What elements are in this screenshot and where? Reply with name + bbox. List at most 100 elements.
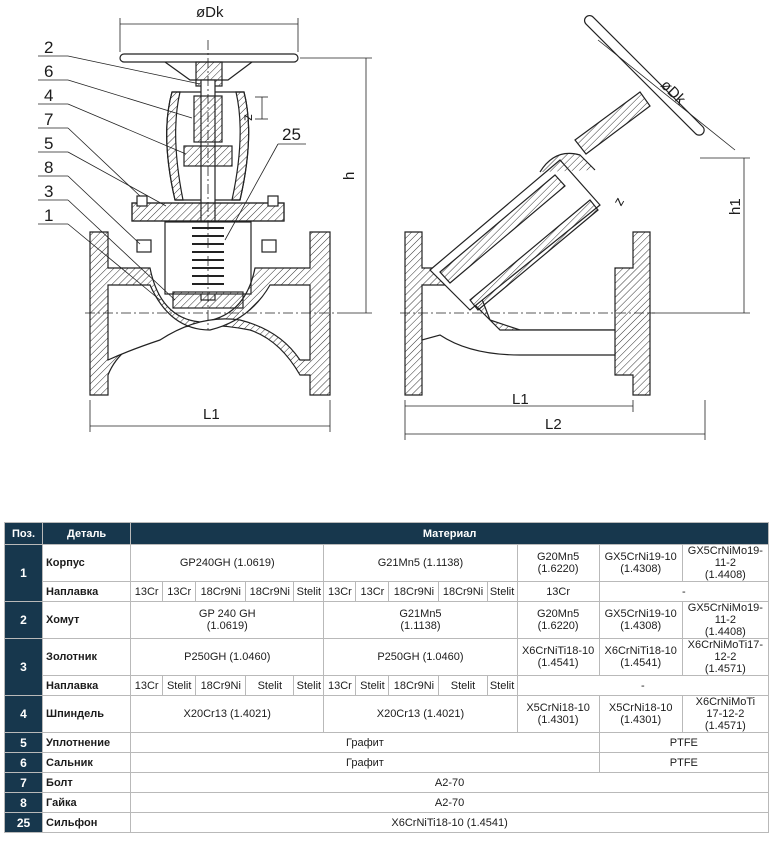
material-cell: GX5CrNi19-10(1.4308) bbox=[598, 601, 683, 639]
pos-cell: 8 bbox=[3, 792, 44, 813]
material-cell: Графит bbox=[130, 752, 600, 773]
table-row: 4 Шпиндель X20Cr13 (1.4021) X20Cr13 (1.4… bbox=[3, 695, 770, 733]
callout-4: 4 bbox=[44, 86, 53, 105]
part-cell: Наплавка bbox=[42, 581, 132, 602]
callout-25: 25 bbox=[282, 125, 301, 144]
pos-cell: 4 bbox=[3, 695, 44, 733]
table-row: Наплавка 13Cr Stelit 18Cr9Ni Stelit Stel… bbox=[5, 675, 770, 696]
material-cell: Stelit bbox=[486, 675, 518, 696]
material-cell: 13Cr bbox=[130, 581, 164, 602]
pos-cell: 7 bbox=[3, 772, 44, 793]
material-cell: G21Mn5 (1.1138) bbox=[323, 544, 518, 582]
material-cell: Stelit bbox=[355, 675, 390, 696]
materials-table: Поз. Деталь Материал 1 Корпус GP240GH (1… bbox=[3, 522, 770, 833]
part-cell: Уплотнение bbox=[42, 732, 132, 753]
table-row: 7 Болт A2-70 bbox=[3, 772, 769, 793]
dim-h: h bbox=[341, 172, 358, 180]
table-row: 25 Сильфон X6CrNiTi18-10 (1.4541) bbox=[3, 812, 769, 833]
material-cell: P250GH (1.0460) bbox=[130, 638, 325, 676]
material-cell: GX5CrNi19-10(1.4308) bbox=[598, 544, 683, 582]
header-material: Материал bbox=[130, 522, 769, 545]
material-cell: P250GH (1.0460) bbox=[323, 638, 518, 676]
material-cell: X6CrNiMoTi17-12-2(1.4571) bbox=[681, 638, 770, 676]
material-cell: 13Cr bbox=[516, 581, 600, 602]
header-part: Деталь bbox=[42, 522, 132, 545]
material-cell: X6CrNiTi18-10 (1.4541) bbox=[130, 812, 769, 833]
material-cell: Stelit bbox=[245, 675, 295, 696]
part-cell: Болт bbox=[42, 772, 132, 793]
pos-cell: 3 bbox=[3, 638, 44, 696]
material-cell: 18Cr9Ni bbox=[195, 675, 247, 696]
table-header: Поз. Деталь Материал bbox=[3, 522, 769, 545]
table-row: 3 Золотник P250GH (1.0460) P250GH (1.046… bbox=[3, 638, 770, 696]
dim-l1-right: L1 bbox=[512, 391, 529, 408]
part-cell: Гайка bbox=[42, 792, 132, 813]
pos-cell: 6 bbox=[3, 752, 44, 773]
part-cell: Наплавка bbox=[42, 675, 132, 696]
material-cell: X6CrNiTi18-10(1.4541) bbox=[598, 638, 683, 676]
dim-h1: h1 bbox=[727, 198, 744, 215]
material-cell: GX5CrNiMo19-11-2(1.4408) bbox=[681, 601, 770, 639]
material-cell: GX5CrNiMo19-11-2(1.4408) bbox=[681, 544, 770, 582]
material-cell: 18Cr9Ni bbox=[438, 581, 488, 602]
callout-2: 2 bbox=[44, 38, 53, 57]
part-callouts: 2 6 4 7 5 8 3 1 25 bbox=[44, 38, 301, 225]
angle-valve-section bbox=[400, 14, 705, 396]
material-cell: G20Mn5(1.6220) bbox=[516, 601, 600, 639]
callout-5: 5 bbox=[44, 134, 53, 153]
material-cell: X20Cr13 (1.4021) bbox=[130, 695, 325, 733]
material-cell: A2-70 bbox=[130, 792, 769, 813]
pos-cell: 2 bbox=[3, 601, 44, 639]
material-cell: 13Cr bbox=[323, 675, 357, 696]
material-cell: Stelit bbox=[293, 581, 325, 602]
table-row: 2 Хомут GP 240 GH(1.0619) G21Mn5(1.1138)… bbox=[3, 601, 770, 639]
dim-z-right: z bbox=[610, 194, 627, 208]
material-cell: 13Cr bbox=[323, 581, 357, 602]
material-cell: PTFE bbox=[598, 732, 770, 753]
material-cell: X20Cr13 (1.4021) bbox=[323, 695, 518, 733]
material-cell: Графит bbox=[130, 732, 600, 753]
header-pos: Поз. bbox=[3, 522, 44, 545]
part-cell: Золотник bbox=[42, 638, 132, 676]
valve-technical-drawing: øDk L1 h z 2 6 4 7 5 8 3 1 25 bbox=[38, 4, 750, 440]
table-row: 1 Корпус GP240GH (1.0619) G21Mn5 (1.1138… bbox=[3, 544, 770, 602]
table-row: 5 Уплотнение Графит PTFE bbox=[3, 732, 770, 753]
dim-z-left: z bbox=[239, 114, 255, 121]
material-cell: GP240GH (1.0619) bbox=[130, 544, 325, 582]
material-cell: A2-70 bbox=[130, 772, 769, 793]
part-cell: Сальник bbox=[42, 752, 132, 773]
material-cell: X5CrNi18-10(1.4301) bbox=[516, 695, 600, 733]
dim-l1-left: L1 bbox=[203, 406, 220, 423]
pos-cell: 25 bbox=[3, 812, 44, 833]
pos-cell: 1 bbox=[3, 544, 44, 602]
dim-dk-right: øDk bbox=[657, 77, 689, 109]
material-cell: 13Cr bbox=[355, 581, 390, 602]
material-cell: GP 240 GH(1.0619) bbox=[130, 601, 325, 639]
callout-3: 3 bbox=[44, 182, 53, 201]
material-cell: 18Cr9Ni bbox=[388, 581, 440, 602]
material-cell: 13Cr bbox=[130, 675, 164, 696]
material-cell: - bbox=[516, 675, 770, 696]
table-row: Наплавка 13Cr 13Cr 18Cr9Ni 18Cr9Ni Steli… bbox=[5, 581, 770, 602]
material-cell: - bbox=[598, 581, 770, 602]
material-cell: G21Mn5(1.1138) bbox=[323, 601, 518, 639]
part-cell: Шпиндель bbox=[42, 695, 132, 733]
part-cell: Сильфон bbox=[42, 812, 132, 833]
material-cell: PTFE bbox=[598, 752, 770, 773]
material-cell: G20Mn5(1.6220) bbox=[516, 544, 600, 582]
table-row: 6 Сальник Графит PTFE bbox=[3, 752, 770, 773]
material-cell: Stelit bbox=[438, 675, 488, 696]
material-cell: X6CrNiTi18-10(1.4541) bbox=[516, 638, 600, 676]
material-cell: 18Cr9Ni bbox=[245, 581, 295, 602]
straight-valve-section bbox=[85, 40, 340, 396]
callout-7: 7 bbox=[44, 110, 53, 129]
callout-8: 8 bbox=[44, 158, 53, 177]
callout-6: 6 bbox=[44, 62, 53, 81]
part-cell: Корпус bbox=[42, 544, 132, 582]
part-cell: Хомут bbox=[42, 601, 132, 639]
table-row: 8 Гайка A2-70 bbox=[3, 792, 769, 813]
material-cell: 18Cr9Ni bbox=[388, 675, 440, 696]
dim-dk-left: øDk bbox=[196, 4, 224, 21]
material-cell: 13Cr bbox=[162, 581, 197, 602]
